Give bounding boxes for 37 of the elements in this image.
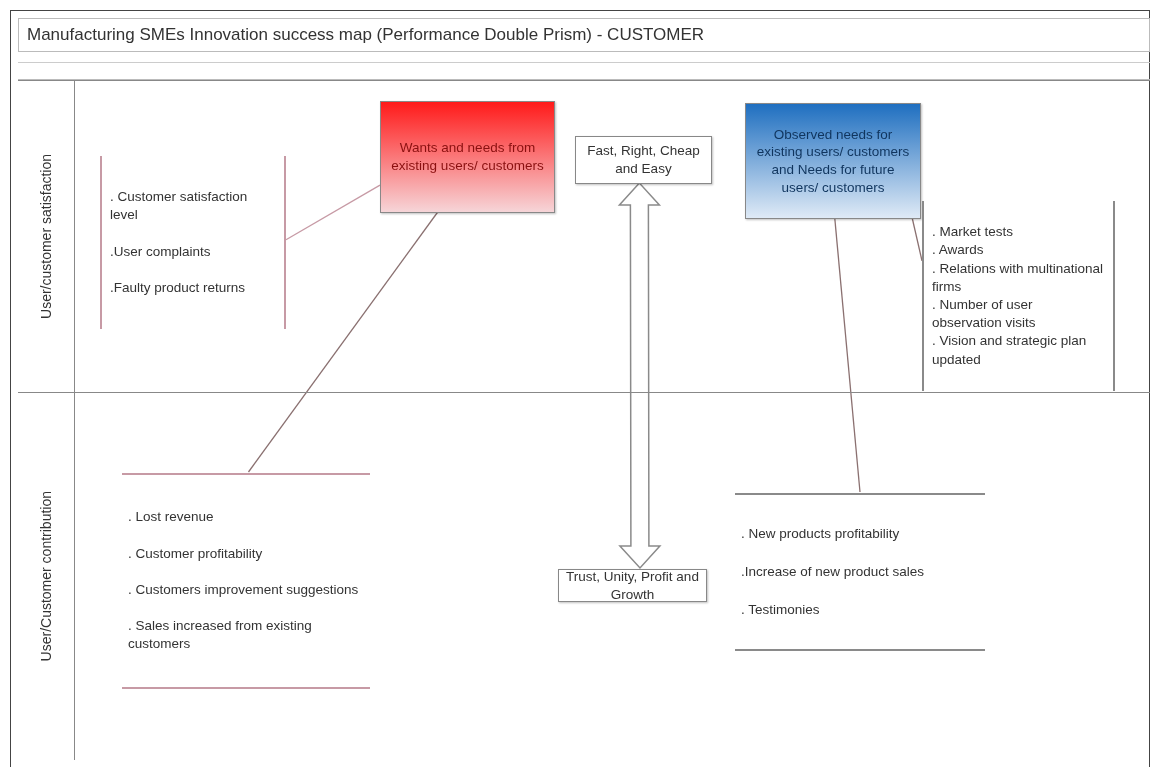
list-item: . Awards [932, 241, 985, 260]
swimlane [18, 80, 1150, 392]
list-item: . Market tests [932, 223, 1015, 242]
list-item: . Customers improvement suggestions [128, 580, 360, 599]
process-box [380, 101, 555, 213]
list-item: .Faulty product returns [110, 278, 247, 297]
box-label: Wants and needs from existing users/ customers [390, 139, 545, 175]
double-arrow [617, 181, 662, 570]
list-item: .Increase of new product sales [741, 562, 926, 581]
lane-label: User/customer satisfaction [38, 154, 54, 319]
connector-line [247, 211, 439, 473]
list-item: . Vision and strategic plan updated [932, 332, 1088, 369]
connector-line [834, 217, 861, 493]
connector-line [911, 217, 923, 262]
swimlane [18, 392, 1150, 760]
list-item: . Customer satisfaction level [110, 188, 249, 225]
box-label: Observed needs for existing users/ customers and Needs for future users/ customers [755, 125, 911, 197]
bracketed-list [922, 201, 1115, 391]
list-item: . New products profitability [741, 524, 901, 543]
list-item: . Testimonies [741, 601, 821, 620]
box-label: Trust, Unity, Profit and Growth [565, 567, 700, 604]
list-item: . Lost revenue [128, 508, 215, 527]
lane-label: User/Customer contribution [38, 491, 54, 662]
bracketed-list [735, 493, 985, 651]
bracketed-list [122, 473, 370, 689]
process-box [745, 103, 921, 219]
list-item: . Customer profitability [128, 544, 264, 563]
connector-line [285, 184, 381, 241]
list-item: . Sales increased from existing customers [128, 617, 313, 654]
list-item: . Number of user observation visits [932, 296, 1037, 333]
bracketed-list [100, 156, 286, 329]
process-box [558, 569, 707, 602]
list-item: . Relations with multinational firms [932, 259, 1105, 296]
list-item: .User complaints [110, 242, 212, 261]
box-label: Fast, Right, Cheap and Easy [586, 142, 701, 178]
diagram-title: Manufacturing SMEs Innovation success map (Performance Double Prism) - CUSTOMER [27, 25, 705, 45]
process-box [575, 136, 712, 184]
